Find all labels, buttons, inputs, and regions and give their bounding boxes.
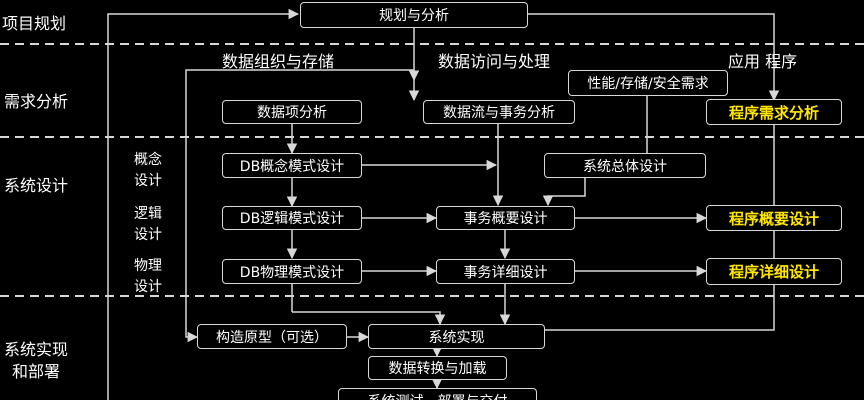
impl-feed xyxy=(292,311,446,326)
phase-planning: 项目规划 xyxy=(2,14,67,33)
box-system-impl: 系统实现 xyxy=(368,324,545,349)
overall-to-txn xyxy=(542,178,586,207)
feedback-to-planning xyxy=(107,8,300,400)
level-logical-line2: 设计 xyxy=(134,227,162,243)
box-db-physical: DB物理模式设计 xyxy=(222,259,362,284)
level-physical-line2: 设计 xyxy=(134,279,162,295)
level-logical: 逻辑 设计 xyxy=(128,204,168,246)
branch-app xyxy=(528,13,780,102)
level-physical: 物理 设计 xyxy=(128,256,168,298)
box-data-item-analysis: 数据项分析 xyxy=(222,100,362,124)
box-txn-detail: 事务详细设计 xyxy=(436,259,575,284)
phase-implementation-line1: 系统实现 xyxy=(4,340,69,359)
box-program-outline: 程序概要设计 xyxy=(706,205,842,231)
box-system-overall: 系统总体设计 xyxy=(544,153,706,178)
box-perf-req: 性能/存储/安全需求 xyxy=(568,70,728,96)
box-dataflow-txn-analysis: 数据流与事务分析 xyxy=(423,100,575,124)
level-logical-line1: 逻辑 xyxy=(134,206,162,222)
app-return xyxy=(545,125,775,331)
box-txn-outline: 事务概要设计 xyxy=(436,206,575,230)
box-program-req-analysis: 程序需求分析 xyxy=(706,99,842,125)
column-data-org: 数据组织与存储 xyxy=(222,52,335,71)
box-db-conceptual: DB概念模式设计 xyxy=(222,153,362,178)
column-application: 应用 程序 xyxy=(728,52,798,71)
level-physical-line1: 物理 xyxy=(134,258,162,274)
level-conceptual-line1: 概念 xyxy=(134,152,162,168)
phase-implementation-line2: 和部署 xyxy=(12,362,61,381)
phase-requirements: 需求分析 xyxy=(4,92,69,111)
phase-design: 系统设计 xyxy=(4,176,69,195)
level-conceptual-line2: 设计 xyxy=(134,173,162,189)
box-planning-analysis: 规划与分析 xyxy=(300,2,528,28)
level-conceptual: 概念 设计 xyxy=(128,150,168,192)
branch-data-org xyxy=(185,69,414,343)
box-test-deploy: 系统测试，部署与交付 xyxy=(338,388,537,400)
box-program-detail: 程序详细设计 xyxy=(706,258,842,285)
box-prototype: 构造原型（可选） xyxy=(197,324,347,349)
column-data-access: 数据访问与处理 xyxy=(438,52,551,71)
box-db-logical: DB逻辑模式设计 xyxy=(222,206,362,230)
box-data-convert: 数据转换与加载 xyxy=(368,356,507,380)
